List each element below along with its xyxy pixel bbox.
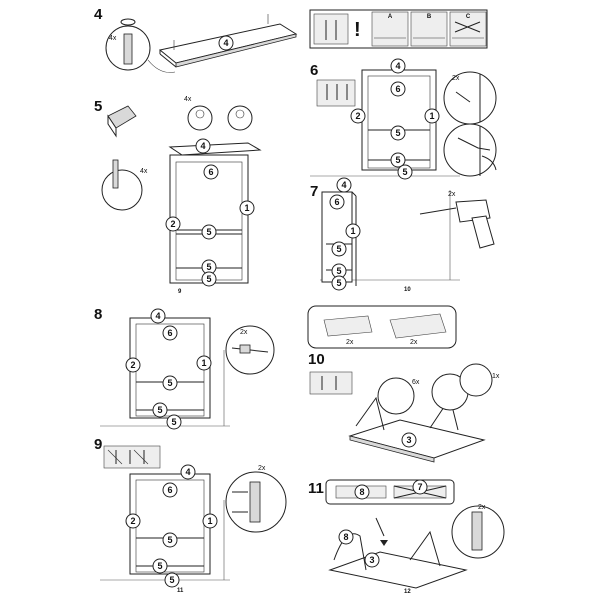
part-label-6-step5: 6: [208, 167, 213, 177]
step-number-8: 8: [94, 306, 103, 323]
step-11-drawing: 8 7 8 3 2x: [325, 479, 505, 589]
step-8-drawing: 4 6 2 1 5 5 5 2x: [100, 308, 275, 430]
qty-2x-step7: 2x: [448, 191, 456, 198]
part-label-5b-step7: 5: [336, 266, 341, 276]
part-label-5a-step5: 5: [206, 227, 211, 237]
qty-4x-step4: 4x: [109, 35, 117, 42]
cam-lock-detail-circle: [377, 377, 415, 415]
part-label-5c-step8: 5: [171, 417, 176, 427]
drawer-option-2: [389, 313, 447, 339]
part-label-5c-step5: 5: [206, 274, 211, 284]
step-9-drawing: 4 6 2 1 5 5 5 2x: [100, 445, 287, 588]
insert-arrow: [375, 517, 385, 537]
drawer-bottom-panel-step10: [348, 419, 486, 459]
part-label-5a-step6: 5: [395, 128, 400, 138]
part-label-4-step6: 4: [395, 61, 400, 71]
step-number-11: 11: [308, 480, 324, 497]
wall-fixing-info-box: ! A B C: [309, 9, 488, 49]
qty-1x-step10: 1x: [492, 373, 500, 380]
part-label-4-step4: [218, 35, 234, 51]
qty-2x-step8: 2x: [240, 329, 248, 336]
wall-option-a: [371, 11, 409, 47]
cabinet-top-panel: [168, 142, 262, 156]
svg-text:B: B: [427, 14, 432, 20]
step-number-9: 9: [94, 436, 103, 453]
part-label-2-step8: 2: [130, 360, 135, 370]
wall-option-b: [410, 11, 448, 47]
page-number-9: 9: [178, 289, 182, 295]
screw-detail-circle-step10: [459, 363, 493, 397]
part-label-5b-step8: 5: [157, 405, 162, 415]
part-label-1-step9: 1: [207, 516, 212, 526]
part-label-2-step9: 2: [130, 516, 135, 526]
step-10-parts-box: [309, 371, 353, 395]
part-label-5c-step7: 5: [336, 278, 341, 288]
step-6-drawing: 4 6 2 1 5 5 5 2x: [310, 58, 497, 180]
step-10-drawing: 2x 2x 3 6x 1x: [307, 305, 500, 463]
part-label-5a-step9: 5: [167, 535, 172, 545]
qty-4x-step5-left: 4x: [140, 168, 148, 175]
step-5-drawing: 4x 4x 4 6 1 2 5 5 5: [101, 96, 262, 287]
qty-2x-step6: 2x: [452, 75, 460, 82]
part-label-5a-step7: 5: [336, 244, 341, 254]
part-label-8-step11-box: 8: [359, 487, 364, 497]
part-label-2-step5: 2: [170, 219, 175, 229]
step-number-4: 4: [94, 6, 103, 23]
page-number-11: 11: [177, 588, 184, 594]
step-7-drawing: 4 6 1 5 5 5 2x: [320, 177, 495, 291]
drill-icon: [419, 199, 495, 249]
qty-2x-step10-a: 2x: [346, 339, 354, 346]
step-4-drawing: 4x 4: [105, 14, 298, 73]
dowel-icon: [123, 33, 133, 65]
qty-2x-step11: 2x: [478, 504, 486, 511]
drawer-option-1: [323, 315, 373, 337]
part-label-1-step5: 1: [244, 203, 249, 213]
step-number-6: 6: [310, 62, 319, 79]
qty-2x-step9: 2x: [258, 465, 266, 472]
part-label-4-step5: 4: [200, 141, 205, 151]
part-label-2-step6: 2: [355, 111, 360, 121]
page-number-10: 10: [404, 287, 411, 293]
part-label-3-step10: 3: [406, 435, 411, 445]
svg-text:4: 4: [223, 38, 228, 48]
part-label-6-step6: 6: [395, 84, 400, 94]
part-label-4-step8: 4: [155, 311, 160, 321]
step-number-10: 10: [308, 351, 325, 368]
dowel-detail-circle-step5: [101, 169, 143, 211]
warning-mark: !: [354, 19, 361, 41]
part-label-5c-step6: 5: [402, 167, 407, 177]
drawer-bottom-panel-step11: [328, 551, 468, 589]
part-label-6-step8: 6: [167, 328, 172, 338]
part-label-5a-step8: 5: [167, 378, 172, 388]
part-label-5b-step6: 5: [395, 155, 400, 165]
part-label-4-step9: 4: [185, 467, 190, 477]
qty-4x-step5-top: 4x: [184, 96, 192, 103]
step-9-parts-box: [103, 445, 161, 469]
step-number-7: 7: [310, 183, 319, 200]
wall-option-c: [449, 11, 487, 47]
part-label-1-step6: 1: [429, 111, 434, 121]
part-label-8-step11: 8: [343, 532, 348, 542]
part-label-1-step7: 1: [350, 226, 355, 236]
part-label-5c-step9: 5: [169, 575, 174, 585]
part-label-1-step8: 1: [201, 358, 206, 368]
svg-text:C: C: [466, 14, 471, 20]
step-number-5: 5: [94, 98, 103, 115]
part-label-5b-step9: 5: [157, 561, 162, 571]
part-label-7-step11-box: 7: [417, 482, 422, 492]
part-label-6-step7: 6: [334, 197, 339, 207]
step-6-parts-box: [316, 79, 356, 107]
qty-2x-step10-b: 2x: [410, 339, 418, 346]
part-label-6-step9: 6: [167, 485, 172, 495]
qty-6x-step10: 6x: [412, 379, 420, 386]
part-label-3-step11: 3: [369, 555, 374, 565]
hand-drilling-detail-circle: [443, 123, 497, 177]
part-label-5b-step5: 5: [206, 262, 211, 272]
page-number-12: 12: [404, 589, 411, 595]
svg-text:A: A: [388, 14, 393, 20]
part-label-4-step7: 4: [341, 180, 346, 190]
